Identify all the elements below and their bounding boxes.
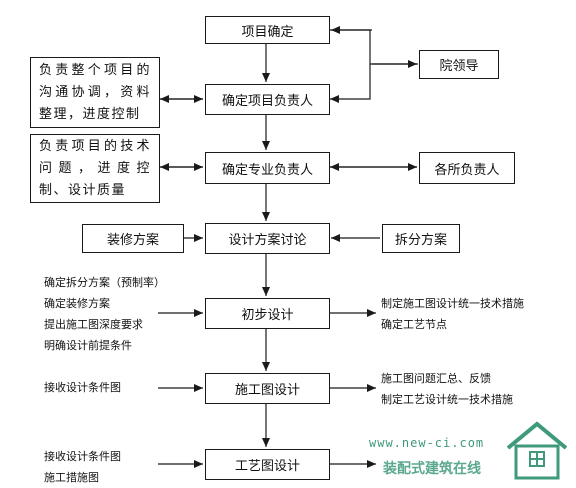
note-line: 提出施工图深度要求 <box>44 318 143 331</box>
demolition-label: 拆分方案 <box>394 233 447 248</box>
step-project-lead: 确定项目负责人 <box>205 84 330 115</box>
dept-heads-box: 各所负责人 <box>419 152 515 184</box>
note-line: 施工图问题汇总、反馈 <box>381 372 491 385</box>
construction-inputs: 接收设计条件图 <box>44 377 121 398</box>
step-label: 初步设计 <box>241 308 294 323</box>
dept-heads-label: 各所负责人 <box>434 162 500 178</box>
step-discipline-lead: 确定专业负责人 <box>205 152 330 184</box>
preliminary-inputs: 确定拆分方案（预制率） 确定装修方案 提出施工图深度要求 明确设计前提条件 <box>44 272 165 356</box>
step-label: 确定项目负责人 <box>221 94 313 109</box>
process-inputs: 接收设计条件图 施工措施图 <box>44 446 121 488</box>
step-project-confirm: 项目确定 <box>205 16 330 44</box>
duties-text: 负责项目的技术问题，进度控制、设计质量 <box>39 138 151 198</box>
decoration-label: 装修方案 <box>106 233 159 248</box>
note-line: 确定工艺节点 <box>381 318 447 331</box>
arrow-leader-loop-top <box>330 29 418 65</box>
note-line: 制定施工图设计统一技术措施 <box>381 297 524 310</box>
house-logo-icon <box>504 420 570 486</box>
watermark-url: www.new-ci.com <box>369 436 485 450</box>
note-line: 制定工艺设计统一技术措施 <box>381 393 513 406</box>
project-lead-duties-box: 负责整个项目的沟通协调，资料整理，进度控制 <box>30 57 160 128</box>
note-line: 接收设计条件图 <box>44 381 121 394</box>
step-scheme-discussion: 设计方案讨论 <box>205 223 330 254</box>
note-line: 明确设计前提条件 <box>44 339 132 352</box>
step-process-design: 工艺图设计 <box>205 449 330 480</box>
demolition-scheme-box: 拆分方案 <box>382 224 460 253</box>
step-label: 确定专业负责人 <box>221 162 313 178</box>
step-construction-design: 施工图设计 <box>205 373 330 404</box>
step-label: 工艺图设计 <box>234 459 300 474</box>
arrow-leader-to-s2 <box>330 64 371 103</box>
note-line: 施工措施图 <box>44 471 99 484</box>
step-preliminary-design: 初步设计 <box>205 298 330 329</box>
step-label: 设计方案讨论 <box>228 233 307 248</box>
construction-outputs: 施工图问题汇总、反馈 制定工艺设计统一技术措施 <box>381 368 513 410</box>
decoration-scheme-box: 装修方案 <box>82 224 184 253</box>
note-line: 接收设计条件图 <box>44 450 121 463</box>
step-label: 项目确定 <box>241 24 294 40</box>
note-line: 确定装修方案 <box>44 297 110 310</box>
preliminary-outputs: 制定施工图设计统一技术措施 确定工艺节点 <box>381 293 524 335</box>
institute-leader-box: 院领导 <box>419 50 499 79</box>
note-line: 确定拆分方案（预制率） <box>44 276 165 289</box>
leader-label: 院领导 <box>439 59 479 74</box>
watermark-text: 装配式建筑在线 <box>383 461 481 477</box>
step-label: 施工图设计 <box>234 383 300 398</box>
discipline-lead-duties-box: 负责项目的技术问题，进度控制、设计质量 <box>30 134 160 203</box>
duties-text: 负责整个项目的沟通协调，资料整理，进度控制 <box>39 62 151 122</box>
